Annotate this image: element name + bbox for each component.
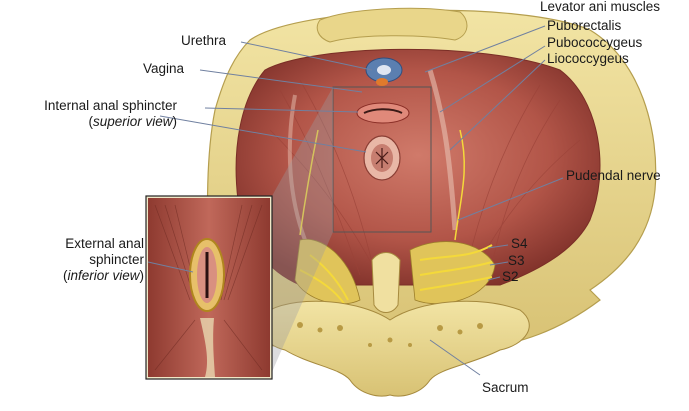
sacrum-bone	[261, 300, 530, 397]
label-external-sphincter: External anal sphincter (inferior view)	[5, 236, 144, 284]
focus-box	[332, 86, 432, 233]
label-vagina: Vagina	[143, 61, 185, 76]
label-puborectalis: Puborectalis	[547, 18, 622, 33]
label-superior-view: superior view	[92, 114, 173, 129]
label-inferior-view: inferior view	[67, 268, 140, 283]
label-urethra: Urethra	[181, 33, 227, 48]
coccyx	[371, 252, 401, 313]
label-s3: S3	[508, 253, 525, 268]
label-levator-ani: Levator ani muscles	[540, 0, 661, 14]
label-external-line2: sphincter	[89, 252, 144, 267]
label-s2: S2	[502, 269, 519, 284]
vagina-structure	[356, 102, 410, 124]
label-pubococcygeus: Pubococcygeus	[547, 35, 643, 50]
label-s4: S4	[511, 236, 528, 251]
label-sacrum: Sacrum	[482, 380, 529, 395]
internal-sphincter-structure	[363, 135, 401, 181]
label-external-line1: External anal	[65, 236, 144, 251]
label-pudendal-nerve: Pudendal nerve	[566, 168, 661, 183]
label-iliococcygeus: Liococcygeus	[547, 51, 629, 66]
sacral-plexus	[294, 129, 496, 306]
projection-wedge	[272, 87, 333, 372]
inset-external-sphincter	[145, 195, 273, 380]
label-internal-sphincter-title: Internal anal sphincter	[44, 98, 177, 113]
urethra-structure	[365, 57, 403, 86]
label-internal-sphincter: Internal anal sphincter (superior view)	[2, 98, 177, 130]
leader-lines	[147, 25, 564, 376]
